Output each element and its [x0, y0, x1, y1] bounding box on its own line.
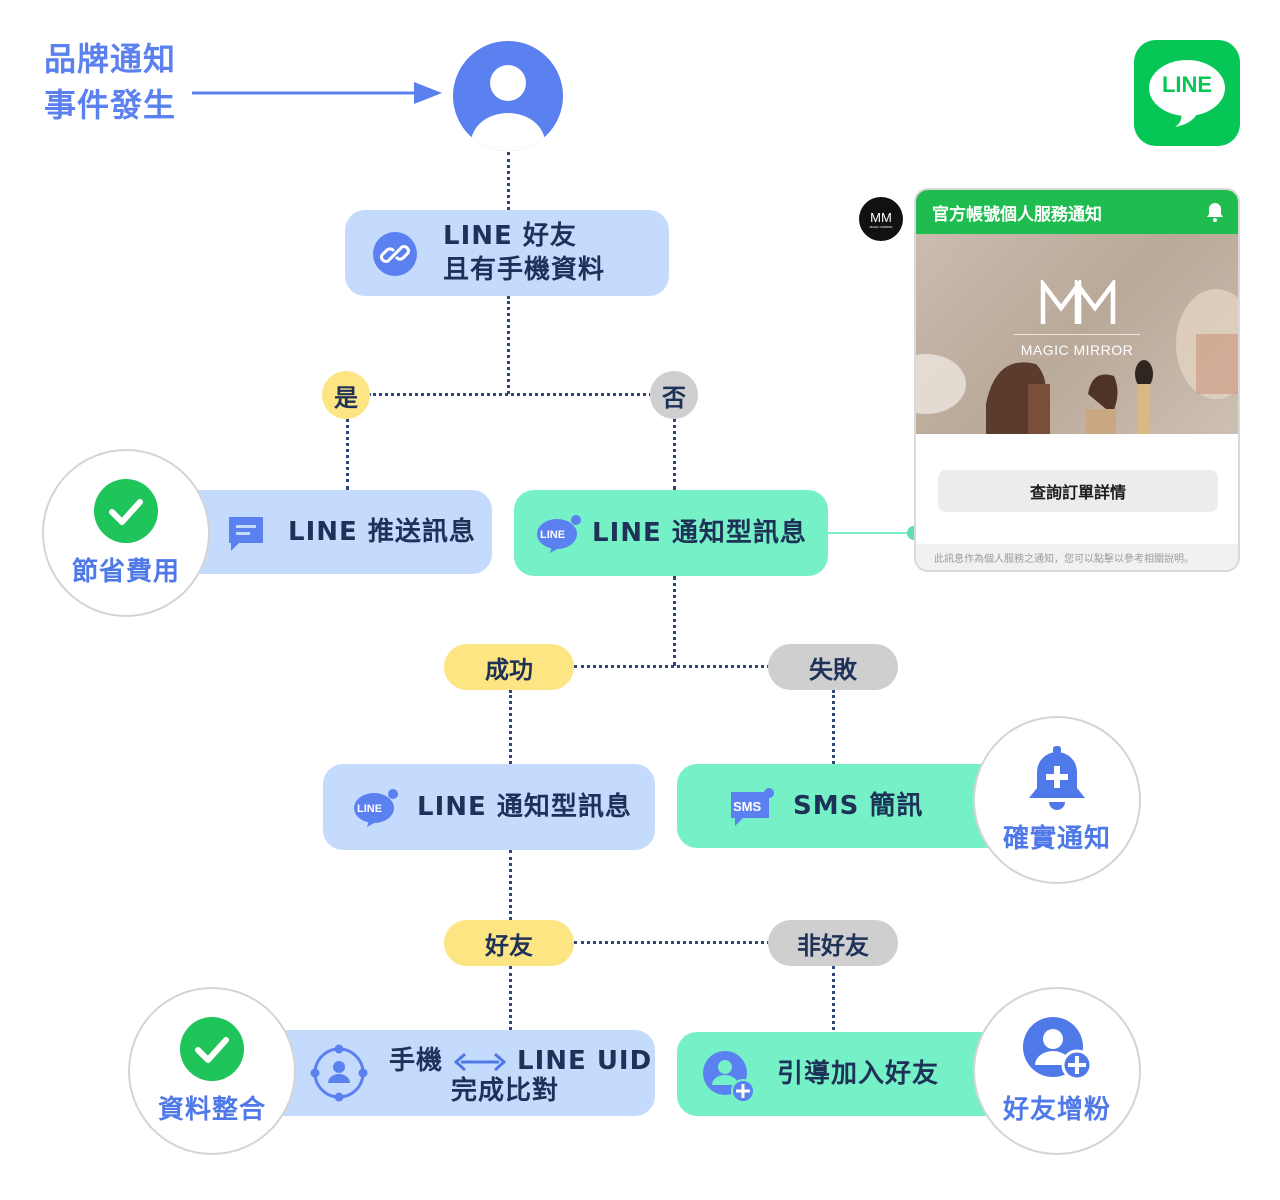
bell-badge-icon — [1207, 203, 1223, 222]
connector-friend-nonfriend — [574, 941, 770, 944]
friend-growth-label: 好友增粉 — [1002, 1094, 1111, 1125]
card-header-text: 官方帳號個人服務通知 — [932, 204, 1102, 225]
title-line-2: 事件發生 — [44, 86, 177, 124]
user-add-icon — [703, 1051, 755, 1103]
connector-friend-down2 — [509, 966, 512, 1030]
match-label-left: 手機 — [389, 1046, 444, 1076]
decision-friend: 好友 — [444, 920, 574, 966]
sms-node: SMS SMS 簡訊 — [677, 764, 1007, 848]
connector-success-fail — [574, 665, 770, 668]
link-icon — [373, 232, 417, 276]
line-chat-icon-2 — [354, 789, 398, 827]
network-user-icon — [310, 1044, 368, 1102]
connector-yes-no — [368, 393, 652, 396]
line-logo-text: LINE — [1161, 72, 1213, 97]
decision-success: 成功 — [444, 644, 574, 690]
line-push-label: LINE 推送訊息 — [288, 517, 476, 547]
line-chat-badge-text: LINE — [540, 529, 566, 541]
cosmetics-illustration — [916, 289, 1238, 434]
card-banner-image: MAGIC MIRROR — [916, 234, 1238, 434]
match-label-2: 完成比對 — [451, 1076, 560, 1106]
line-chat-icon — [537, 515, 581, 553]
benefit-data-integration: 資料整合 — [128, 987, 296, 1155]
match-node: 手機 LINE UID 完成比對 — [265, 1030, 655, 1116]
connector-fail-down — [832, 690, 835, 764]
line-friend-label-1: LINE 好友 — [443, 221, 577, 251]
card-brand-line — [1014, 334, 1140, 335]
user-plus-icon — [1023, 1016, 1093, 1080]
line-notify-node-top: LINE LINE 通知型訊息 — [514, 490, 828, 576]
line-notify-label-mid: LINE 通知型訊息 — [417, 792, 632, 822]
message-icon — [229, 517, 263, 551]
guide-friend-node: 引導加入好友 — [677, 1032, 1007, 1116]
decision-yes: 是 — [322, 371, 370, 419]
connector-notify2-down — [509, 850, 512, 920]
line-notify-label-top: LINE 通知型訊息 — [592, 518, 807, 548]
connector-user-to-friend — [507, 152, 510, 210]
user-icon — [453, 41, 563, 151]
card-footer: 此訊息作為個人服務之通知，您可以點擊以參考相關說明。 — [916, 544, 1238, 570]
mm-avatar-subtext: MAGIC MIRROR — [869, 224, 893, 229]
mm-brand-mark-icon — [1040, 280, 1116, 324]
benefit-save-cost: 節省費用 — [42, 449, 210, 617]
line-logo-icon — [1149, 60, 1225, 127]
card-brand-name: MAGIC MIRROR — [1020, 342, 1134, 358]
query-order-button[interactable]: 查詢訂單詳情 — [938, 470, 1218, 512]
sms-icon — [731, 788, 774, 826]
guide-friend-label: 引導加入好友 — [777, 1059, 940, 1089]
decision-no: 否 — [650, 371, 698, 419]
line-push-node: LINE 推送訊息 — [180, 490, 492, 574]
sms-label: SMS 簡訊 — [793, 791, 924, 821]
mm-avatar: MM MAGIC MIRROR — [859, 197, 903, 241]
connector-friend-down — [507, 296, 510, 394]
check-icon-2 — [180, 1016, 244, 1081]
decision-fail: 失敗 — [768, 644, 898, 690]
line-friend-node: LINE 好友 且有手機資料 — [345, 210, 669, 296]
line-chat-badge-text-2: LINE — [357, 803, 383, 815]
connector-yes-down — [346, 418, 349, 490]
check-icon — [94, 478, 158, 543]
title-line-1: 品牌通知 — [44, 40, 177, 78]
save-cost-label: 節省費用 — [71, 556, 180, 587]
ensure-notify-label: 確實通知 — [1002, 823, 1111, 854]
decision-non-friend: 非好友 — [768, 920, 898, 966]
mm-avatar-text: MM — [870, 209, 892, 225]
benefit-ensure-notify: 確實通知 — [973, 716, 1141, 884]
bidirectional-arrow-icon — [453, 1052, 507, 1072]
connector-nonfriend-down — [832, 966, 835, 1030]
bell-plus-icon — [1029, 745, 1085, 810]
connector-no-down — [673, 418, 676, 490]
card-header: 官方帳號個人服務通知 — [916, 190, 1238, 234]
arrow-right-icon — [192, 82, 442, 104]
notification-card: 官方帳號個人服務通知 MAGIC MIRROR 查詢訂單詳情 此訊息作為個人服務… — [914, 188, 1240, 572]
connector-notify-card — [828, 532, 914, 534]
match-label-right: LINE UID — [517, 1046, 653, 1076]
data-integration-label: 資料整合 — [157, 1094, 266, 1125]
connector-success-down — [509, 690, 512, 764]
sms-badge-text: SMS — [733, 799, 762, 814]
line-logo: LINE — [1134, 40, 1240, 146]
connector-notify-down — [673, 576, 676, 666]
benefit-friend-growth: 好友增粉 — [973, 987, 1141, 1155]
line-friend-label-2: 且有手機資料 — [443, 255, 606, 285]
line-notify-node-mid: LINE LINE 通知型訊息 — [323, 764, 655, 850]
